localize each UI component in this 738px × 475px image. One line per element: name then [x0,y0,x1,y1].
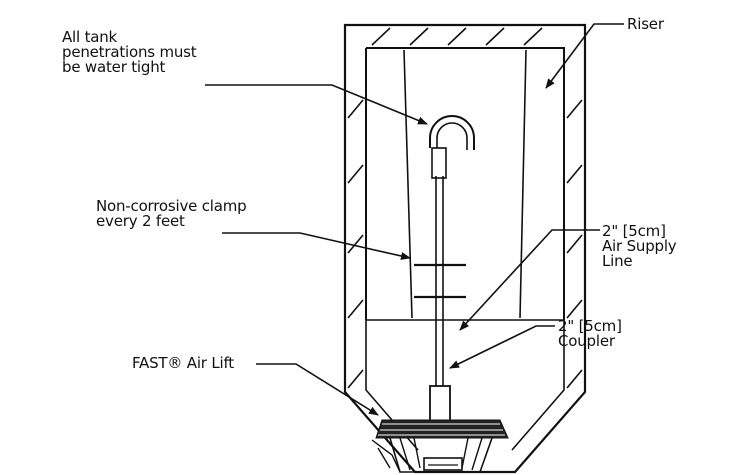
clamp-label: Non-corrosive clamp every 2 feet [96,197,247,230]
penetrations-label: All tank penetrations must be water tigh… [62,28,197,76]
coupler-label: 2" [5cm] Coupler [558,317,622,350]
riser-taper [403,49,527,319]
air-lift-label: FAST® Air Lift [132,354,234,372]
riser-label: Riser [627,15,664,33]
air-supply-pipe [429,115,475,388]
clamp-leader [222,232,411,260]
air-lift-assembly [375,419,509,473]
air-supply-leader [459,229,600,331]
riser-leader [545,23,624,89]
air-supply-label: 2" [5cm] Air Supply Line [602,222,677,270]
hopper-details [371,439,401,473]
coupler-leader [449,325,555,369]
air-lift-leader [256,363,379,416]
riser-walls [343,23,587,475]
penetrations-leader [205,84,428,125]
clamps [414,263,466,299]
leader-lines [205,23,624,416]
